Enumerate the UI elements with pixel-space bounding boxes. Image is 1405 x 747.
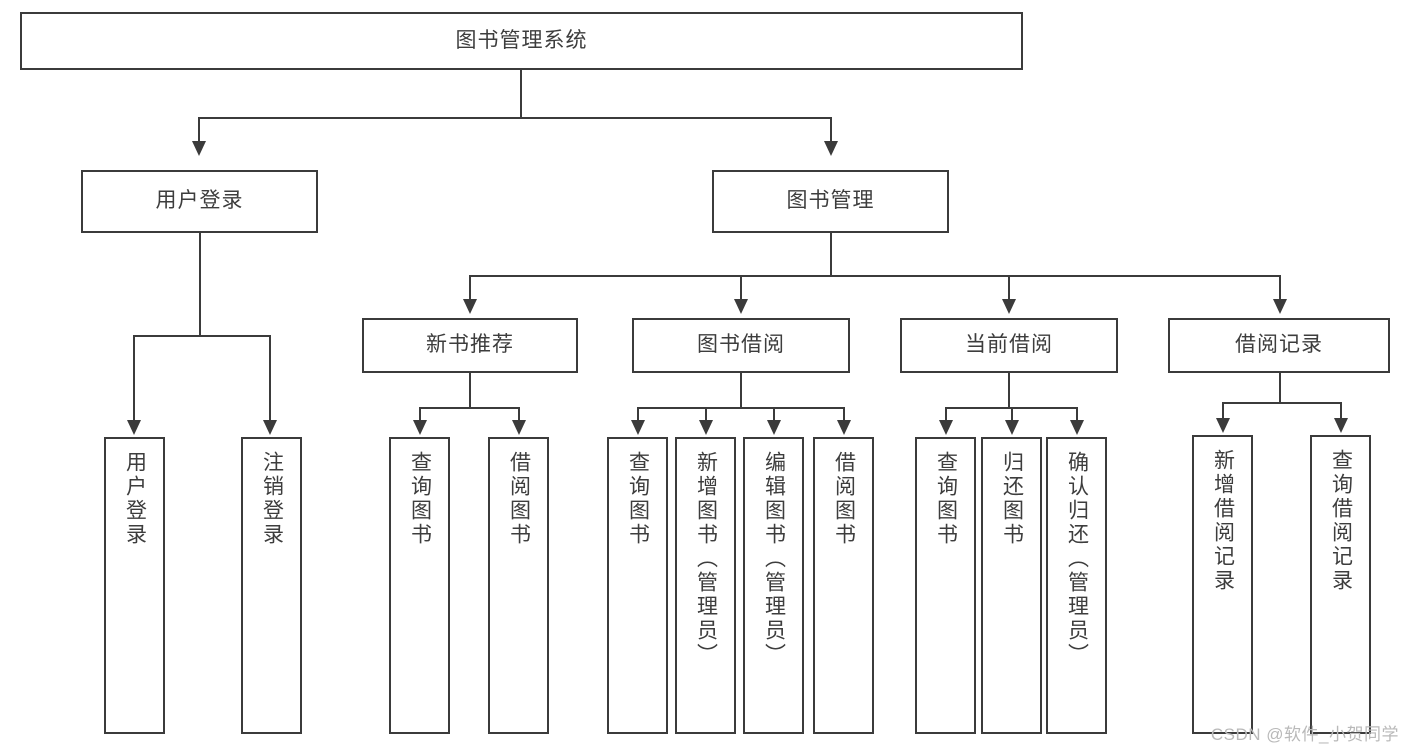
connector-book-manage-stem: [830, 233, 832, 275]
arrow-new-book-to-leaf-1: [413, 420, 427, 435]
node-leaf-borrow-book-1[interactable]: 借阅图书: [488, 437, 549, 734]
node-leaf-user-login-label: 用户登录: [123, 451, 147, 547]
connector-new-book-drop-1: [419, 407, 421, 422]
node-current-borrow[interactable]: 当前借阅: [900, 318, 1118, 373]
node-leaf-edit-book-label: 编辑图书（管理员）: [762, 451, 786, 667]
node-user-login[interactable]: 用户登录: [81, 170, 318, 233]
connector-current-borrow-drop-2: [1011, 407, 1013, 422]
node-leaf-edit-book[interactable]: 编辑图书（管理员）: [743, 437, 804, 734]
connector-user-login-stem: [199, 233, 201, 335]
connector-new-book-bus: [419, 407, 520, 409]
node-leaf-borrow-book-2-label: 借阅图书: [832, 451, 856, 547]
node-leaf-add-record[interactable]: 新增借阅记录: [1192, 435, 1253, 734]
node-user-login-label: 用户登录: [155, 189, 244, 213]
connector-book-manage-drop-2: [740, 275, 742, 301]
arrow-current-borrow-to-leaf-3: [1070, 420, 1084, 435]
node-leaf-query-book-1-label: 查询图书: [408, 451, 432, 547]
node-leaf-confirm-return-label: 确认归还（管理员）: [1065, 451, 1089, 667]
node-new-book-recommend-label: 新书推荐: [426, 333, 514, 357]
arrow-current-borrow-to-leaf-2: [1005, 420, 1019, 435]
connector-root-bus: [198, 117, 832, 119]
arrow-book-borrow-to-leaf-1: [631, 420, 645, 435]
connector-user-login-bus: [133, 335, 269, 337]
connector-book-borrow-drop-1: [637, 407, 639, 422]
connector-book-borrow-bus: [637, 407, 845, 409]
arrow-book-manage-to-new-book: [463, 299, 477, 314]
node-leaf-query-record[interactable]: 查询借阅记录: [1310, 435, 1371, 734]
node-current-borrow-label: 当前借阅: [965, 333, 1053, 357]
node-leaf-add-record-label: 新增借阅记录: [1211, 449, 1235, 593]
node-leaf-query-book-2-label: 查询图书: [626, 451, 650, 547]
node-leaf-logout-login-label: 注销登录: [260, 451, 284, 547]
connector-borrow-record-drop-1: [1222, 402, 1224, 420]
connector-book-manage-drop-3: [1008, 275, 1010, 301]
node-leaf-query-book-1[interactable]: 查询图书: [389, 437, 450, 734]
connector-current-borrow-drop-3: [1076, 407, 1078, 422]
node-leaf-borrow-book-1-label: 借阅图书: [507, 451, 531, 547]
connector-current-borrow-stem: [1008, 373, 1010, 407]
node-book-borrow-label: 图书借阅: [697, 333, 785, 357]
node-leaf-return-book[interactable]: 归还图书: [981, 437, 1042, 734]
node-root[interactable]: 图书管理系统: [20, 12, 1023, 70]
arrow-book-borrow-to-leaf-4: [837, 420, 851, 435]
node-book-borrow[interactable]: 图书借阅: [632, 318, 850, 373]
node-leaf-confirm-return[interactable]: 确认归还（管理员）: [1046, 437, 1107, 734]
connector-user-login-drop-2: [269, 335, 271, 422]
connector-book-manage-drop-1: [469, 275, 471, 301]
arrow-user-login-to-leaf-1: [127, 420, 141, 435]
node-borrow-record-label: 借阅记录: [1235, 333, 1323, 357]
connector-book-manage-drop-4: [1279, 275, 1281, 301]
arrow-root-to-book-manage: [824, 141, 838, 156]
arrow-borrow-record-to-leaf-1: [1216, 418, 1230, 433]
node-leaf-query-book-3[interactable]: 查询图书: [915, 437, 976, 734]
arrow-borrow-record-to-leaf-2: [1334, 418, 1348, 433]
node-root-label: 图书管理系统: [455, 28, 588, 52]
node-leaf-return-book-label: 归还图书: [1000, 451, 1024, 547]
node-leaf-query-book-3-label: 查询图书: [934, 451, 958, 547]
connector-user-login-drop-1: [133, 335, 135, 422]
connector-book-borrow-drop-3: [773, 407, 775, 422]
arrow-root-to-user-login: [192, 141, 206, 156]
node-book-manage-label: 图书管理: [786, 189, 875, 213]
arrow-new-book-to-leaf-2: [512, 420, 526, 435]
connector-borrow-record-drop-2: [1340, 402, 1342, 420]
node-leaf-borrow-book-2[interactable]: 借阅图书: [813, 437, 874, 734]
arrow-book-manage-to-book-borrow: [734, 299, 748, 314]
node-new-book-recommend[interactable]: 新书推荐: [362, 318, 578, 373]
arrow-user-login-to-leaf-2: [263, 420, 277, 435]
node-leaf-user-login[interactable]: 用户登录: [104, 437, 165, 734]
connector-root-drop-2: [830, 117, 832, 143]
connector-book-borrow-drop-4: [843, 407, 845, 422]
connector-book-borrow-drop-2: [705, 407, 707, 422]
arrow-book-borrow-to-leaf-3: [767, 420, 781, 435]
connector-book-borrow-stem: [740, 373, 742, 407]
arrow-book-manage-to-borrow-record: [1273, 299, 1287, 314]
connector-new-book-drop-2: [518, 407, 520, 422]
connector-root-stem: [520, 70, 522, 117]
node-leaf-add-book-label: 新增图书（管理员）: [694, 451, 718, 667]
connector-new-book-stem: [469, 373, 471, 407]
arrow-current-borrow-to-leaf-1: [939, 420, 953, 435]
node-borrow-record[interactable]: 借阅记录: [1168, 318, 1390, 373]
node-leaf-query-book-2[interactable]: 查询图书: [607, 437, 668, 734]
arrow-book-borrow-to-leaf-2: [699, 420, 713, 435]
connector-borrow-record-stem: [1279, 373, 1281, 402]
connector-book-manage-bus: [469, 275, 1280, 277]
connector-borrow-record-bus: [1222, 402, 1342, 404]
node-leaf-query-record-label: 查询借阅记录: [1329, 449, 1353, 593]
connector-current-borrow-drop-1: [945, 407, 947, 422]
node-book-manage[interactable]: 图书管理: [712, 170, 949, 233]
arrow-book-manage-to-current-borrow: [1002, 299, 1016, 314]
connector-root-drop-1: [198, 117, 200, 143]
node-leaf-add-book[interactable]: 新增图书（管理员）: [675, 437, 736, 734]
node-leaf-logout-login[interactable]: 注销登录: [241, 437, 302, 734]
